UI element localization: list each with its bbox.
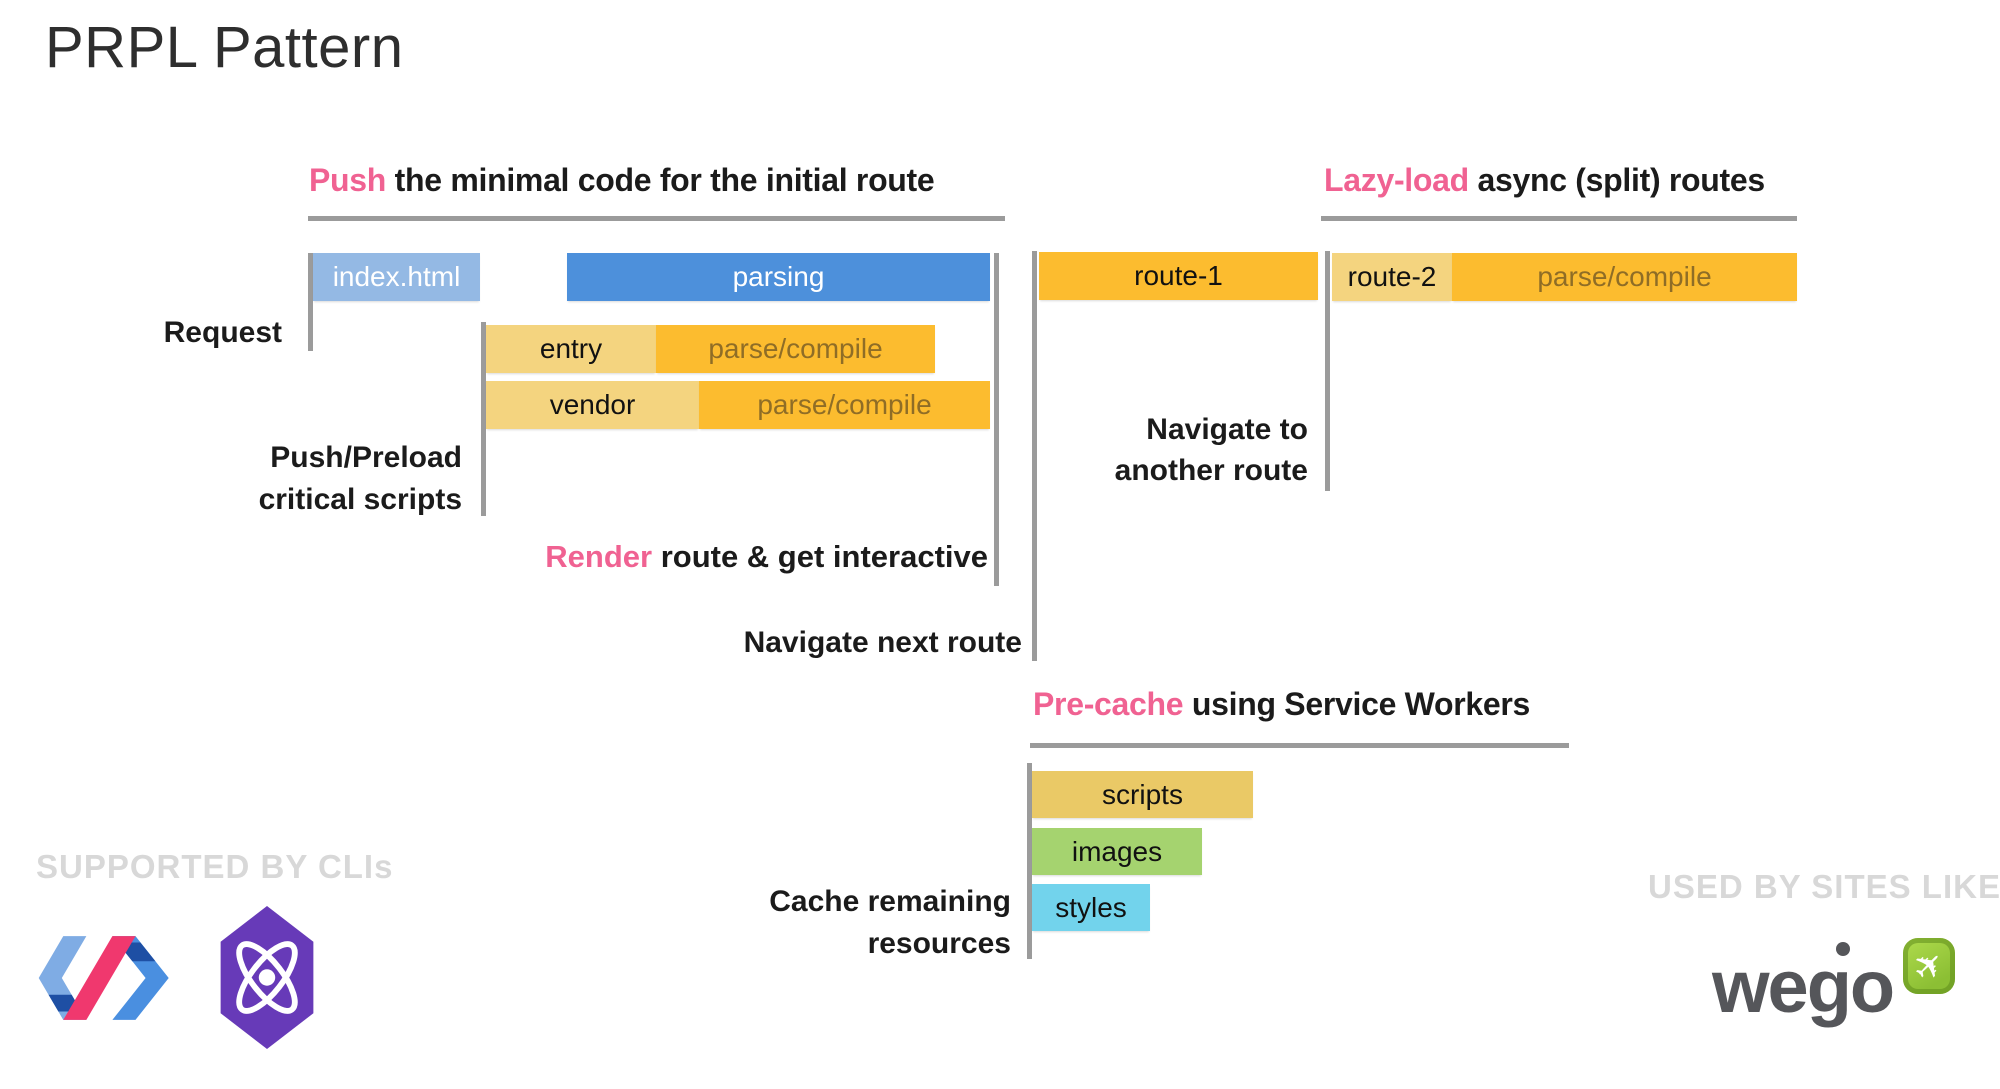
section-header-pre-cache: Pre-cache using Service Workers [1033, 686, 1530, 723]
bar-entry-parse-compile: parse/compile [656, 325, 935, 373]
render-rest: route & get interactive [652, 539, 988, 574]
render-divider-line [994, 253, 999, 586]
wego-logo-text: wego [1712, 945, 1895, 1028]
bar-route-2: route-2 [1332, 253, 1452, 301]
push-keyword: Push [309, 162, 387, 198]
label-cache-remaining-line2: resources [867, 927, 1011, 960]
pre-cache-underline [1030, 743, 1569, 748]
bar-parsing: parsing [567, 253, 990, 301]
label-navigate-next: Navigate next route [743, 626, 1022, 659]
bar-index-html: index.html [313, 253, 480, 301]
label-push-preload: Push/Preload critical scripts [259, 437, 462, 521]
lazy-load-keyword: Lazy-load [1324, 162, 1469, 198]
used-by-sites-label: USED BY SITES LIKE [1648, 868, 2000, 905]
label-push-preload-line1: Push/Preload [270, 441, 462, 474]
label-navigate-another-line1: Navigate to [1146, 413, 1308, 446]
request-divider-line [308, 253, 313, 351]
bar-route-1: route-1 [1039, 252, 1318, 300]
label-request: Request [163, 316, 282, 349]
bar-images: images [1032, 828, 1202, 875]
section-header-lazy-load: Lazy-load async (split) routes [1324, 162, 1765, 199]
wego-g-dot [1836, 942, 1850, 956]
render-keyword: Render [545, 539, 653, 574]
bar-entry: entry [486, 325, 656, 373]
label-push-preload-line2: critical scripts [258, 483, 462, 516]
bar-vendor: vendor [486, 381, 699, 429]
push-rest: the minimal code for the initial route [386, 162, 935, 198]
push-preload-divider-line [481, 322, 486, 516]
page-title: PRPL Pattern [45, 15, 404, 80]
pre-cache-rest: using Service Workers [1183, 686, 1531, 722]
bar-vendor-parse-compile: parse/compile [699, 381, 990, 429]
push-underline [308, 216, 1005, 221]
label-cache-remaining-line1: Cache remaining [769, 885, 1011, 918]
wego-app-icon: ✈ [1903, 938, 1955, 994]
polymer-logo-svg [38, 936, 169, 1020]
pre-cache-divider-line [1027, 763, 1032, 959]
navigate-next-divider-line [1032, 251, 1037, 661]
preact-logo-icon [205, 906, 329, 1054]
label-render: Render route & get interactive [545, 536, 988, 578]
preact-logo-svg [220, 906, 314, 1049]
navigate-another-divider-line [1325, 251, 1330, 491]
bar-styles: styles [1032, 884, 1150, 931]
airplane-icon: ✈ [1903, 940, 1954, 991]
supported-by-clis-label: SUPPORTED BY CLIs [36, 848, 394, 885]
polymer-logo-icon [30, 926, 178, 1035]
section-header-push: Push the minimal code for the initial ro… [309, 162, 935, 199]
label-navigate-another-line2: another route [1114, 454, 1308, 487]
label-navigate-another: Navigate to another route [1115, 409, 1308, 491]
bar-scripts: scripts [1032, 771, 1253, 818]
label-cache-remaining: Cache remaining resources [769, 881, 1011, 965]
pre-cache-keyword: Pre-cache [1033, 686, 1184, 722]
bar-route-2-parse-compile: parse/compile [1452, 253, 1797, 301]
lazy-load-rest: async (split) routes [1468, 162, 1765, 198]
lazy-load-underline [1321, 216, 1797, 221]
